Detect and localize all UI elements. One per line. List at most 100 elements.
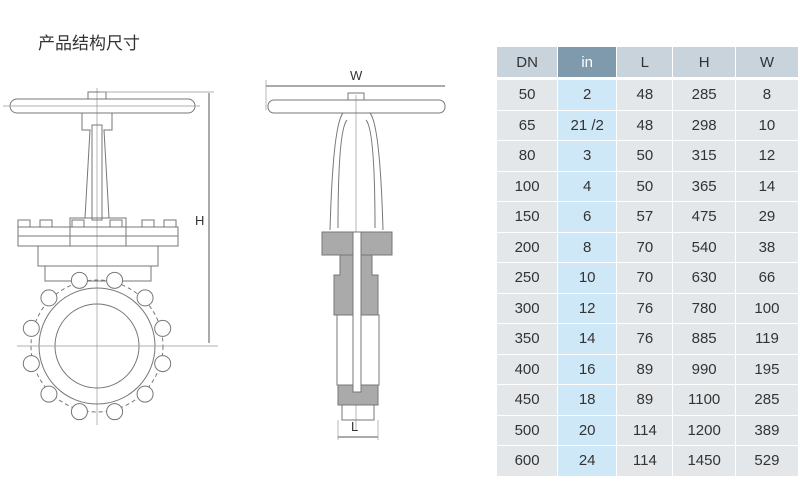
dimension-l-label: L [351,419,358,434]
table-cell: 70 [616,262,674,294]
lug-bolt-hole [106,403,124,421]
table-cell: 8 [557,232,618,263]
table-cell: 600 [497,445,559,477]
table-cell: 38 [735,232,800,263]
lug-bolt-hole [106,271,124,289]
table-cell: 285 [735,384,800,416]
table-cell: 50 [616,140,674,172]
table-cell: 2 [557,78,618,111]
table-cell: 114 [616,445,674,477]
table-cell: 3 [557,140,618,172]
table-cell: 780 [672,293,736,324]
table-cell: 285 [672,78,736,111]
flange-bolt [17,219,31,228]
table-cell: 80 [497,140,559,172]
lug-bolt-hole [154,355,172,373]
table-cell: 114 [616,415,674,446]
table-cell: 475 [672,201,736,233]
table-cell: 200 [497,232,559,263]
flange-bolt [163,219,177,228]
table-cell: 6 [557,201,618,233]
table-cell: 48 [616,110,674,141]
table-cell: 119 [735,323,800,355]
table-cell: 100 [497,171,559,202]
column-header: DN [497,47,559,80]
table-cell: 10 [557,262,618,294]
table-cell: 48 [616,78,674,111]
lug-bolt-hole [70,403,88,421]
table-cell: 1200 [672,415,736,446]
lug-bolt-hole [22,319,40,337]
table-cell: 65 [497,110,559,141]
table-cell: 389 [735,415,800,446]
page-title: 产品结构尺寸 [38,34,140,54]
table-cell: 8 [735,78,800,111]
table-cell: 12 [735,140,800,172]
table-cell: 540 [672,232,736,263]
flange-bolt [141,219,155,228]
lug-bolt-hole [154,319,172,337]
table-cell: 298 [672,110,736,141]
table-cell: 1450 [672,445,736,477]
table-cell: 50 [497,78,559,111]
table-cell: 450 [497,384,559,416]
table-cell: 29 [735,201,800,233]
flange-bolt [109,219,123,228]
lug-bolt-hole [40,289,58,307]
table-cell: 24 [557,445,618,477]
column-header: L [616,47,674,80]
table-cell: 4 [557,171,618,202]
table-cell: 195 [735,354,800,385]
lug-bolt-hole [136,385,154,403]
flange-bolt [71,219,85,228]
table-cell: 1100 [672,384,736,416]
table-cell: 150 [497,201,559,233]
table-cell: 76 [616,323,674,355]
table-cell: 89 [616,354,674,385]
table-cell: 66 [735,262,800,294]
flange-bolt [39,219,53,228]
lug-bolt-hole [70,271,88,289]
table-cell: 350 [497,323,559,355]
table-cell: 250 [497,262,559,294]
column-header: in [557,47,618,80]
table-cell: 365 [672,171,736,202]
table-cell: 630 [672,262,736,294]
table-cell: 70 [616,232,674,263]
column-header: W [735,47,800,80]
table-cell: 990 [672,354,736,385]
lug-bolt-hole [40,385,58,403]
table-cell: 400 [497,354,559,385]
table-cell: 12 [557,293,618,324]
side-view: W L [265,68,446,440]
table-cell: 100 [735,293,800,324]
front-view: H [3,88,218,425]
dimension-h-label: H [195,213,204,228]
table-cell: 57 [616,201,674,233]
table-cell: 500 [497,415,559,446]
table-cell: 529 [735,445,800,477]
table-cell: 21 /2 [557,110,618,141]
table-cell: 315 [672,140,736,172]
table-cell: 76 [616,293,674,324]
lug-bolt-hole [22,355,40,373]
table-cell: 885 [672,323,736,355]
table-cell: 300 [497,293,559,324]
table-cell: 18 [557,384,618,416]
dimension-w-label: W [350,68,363,83]
valve-drawing: H W L [3,68,446,440]
